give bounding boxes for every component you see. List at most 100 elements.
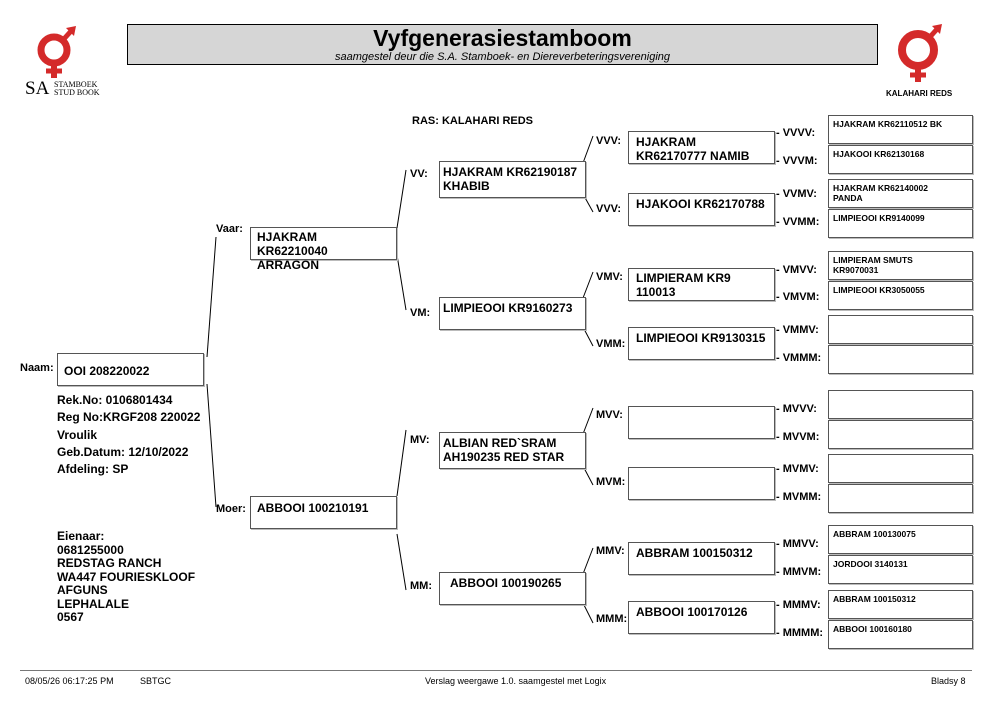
owner-id: 0681255000 bbox=[57, 542, 124, 557]
vvv-label: VVV: bbox=[596, 135, 622, 147]
vmvm-label: - VMVM: bbox=[776, 291, 820, 303]
mvv-label: MVV: bbox=[596, 409, 623, 421]
vmmm-label: - VMMM: bbox=[776, 352, 822, 364]
vmvv-box: LIMPIERAM SMUTS KR9070031 bbox=[828, 251, 973, 280]
mmv-name: ABBRAM 100150312 bbox=[636, 546, 753, 560]
mv-name: ALBIAN RED`SRAM AH190235 RED STAR bbox=[443, 436, 565, 464]
page-subtitle: saamgestel deur die S.A. Stamboek- en Di… bbox=[334, 51, 671, 63]
vmvv-name: LIMPIERAM SMUTS KR9070031 bbox=[833, 255, 913, 275]
vmv-label: VMV: bbox=[596, 271, 623, 283]
vmv-name: LIMPIERAM KR9 110013 bbox=[636, 271, 731, 299]
title-banner: Vyfgenerasiestamboom saamgestel deur die… bbox=[127, 24, 878, 65]
vvm-name: HJAKOOI KR62170788 bbox=[636, 197, 765, 211]
mm-label: MM: bbox=[410, 580, 432, 592]
vvvv-label: - VVVV: bbox=[776, 127, 816, 139]
section: Afdeling: SP bbox=[57, 462, 129, 476]
vmvm-box: LIMPIEOOI KR3050055 bbox=[828, 281, 973, 310]
vv-label: VV: bbox=[410, 168, 428, 180]
breed-label: RAS: KALAHARI REDS bbox=[412, 115, 533, 127]
name-label: Naam: bbox=[20, 362, 54, 374]
mvv-box bbox=[628, 406, 775, 439]
vvvm-name: HJAKOOI KR62130168 bbox=[833, 149, 925, 159]
sire-name: HJAKRAM KR62210040 ARRAGON bbox=[257, 230, 328, 272]
vmvv-label: - VMVV: bbox=[776, 264, 817, 276]
vmm-box: LIMPIEOOI KR9130315 bbox=[628, 327, 775, 360]
mmm-label: MMM: bbox=[596, 613, 628, 625]
vm-name: LIMPIEOOI KR9160273 bbox=[443, 301, 573, 315]
mvmm-label: - MVMM: bbox=[776, 491, 822, 503]
logo-caption: KALAHARI REDS bbox=[886, 89, 953, 98]
logo-stamboek-text: STAMBOEK bbox=[54, 80, 98, 89]
mm-name: ABBOOI 100190265 bbox=[450, 576, 562, 590]
vvmm-box: LIMPIEOOI KR9140099 bbox=[828, 209, 973, 238]
mvmv-box bbox=[828, 454, 973, 483]
sire-box: HJAKRAM KR62210040 ARRAGON bbox=[250, 227, 397, 272]
vvmm-name: LIMPIEOOI KR9140099 bbox=[833, 213, 925, 223]
vvmv-box: HJAKRAM KR62140002 PANDA bbox=[828, 179, 973, 208]
mmvv-box: ABBRAM 100130075 bbox=[828, 525, 973, 554]
footer-divider bbox=[20, 670, 972, 671]
sa-studbook-logo-icon bbox=[37, 26, 76, 78]
mmvm-box: JORDOOI 3140131 bbox=[828, 555, 973, 584]
footer-version: Verslag weergawe 1.0. saamgestel met Log… bbox=[425, 676, 607, 686]
vvmm-label: - VVMM: bbox=[776, 216, 820, 228]
owner-address-2: AFGUNS bbox=[57, 583, 108, 597]
mvvm-label: - MVVM: bbox=[776, 431, 820, 443]
mm-box: ABBOOI 100190265 bbox=[439, 572, 586, 605]
vm-box: LIMPIEOOI KR9160273 bbox=[439, 297, 586, 330]
dam-name: ABBOOI 100210191 bbox=[257, 501, 369, 515]
mmv-box: ABBRAM 100150312 bbox=[628, 542, 775, 575]
mmmv-box: ABBRAM 100150312 bbox=[828, 590, 973, 619]
vvv-name: HJAKRAM KR62170777 NAMIB bbox=[636, 135, 750, 163]
logo-sa-text: SA bbox=[25, 78, 50, 99]
sa-studbook-logo: SA STAMBOEK STUD BOOK bbox=[22, 24, 107, 102]
vvvm-box: HJAKOOI KR62130168 bbox=[828, 145, 973, 174]
mvmm-box bbox=[828, 484, 973, 513]
sex: Vroulik bbox=[57, 428, 98, 442]
sire-label: Vaar: bbox=[216, 223, 243, 235]
mv-label: MV: bbox=[410, 434, 430, 446]
mmmv-name: ABBRAM 100150312 bbox=[833, 594, 916, 604]
mvvm-box bbox=[828, 420, 973, 449]
footer-page: Bladsy 8 bbox=[931, 676, 966, 686]
mmm-name: ABBOOI 100170126 bbox=[636, 605, 748, 619]
mmv-label: MMV: bbox=[596, 545, 625, 557]
vm-label: VM: bbox=[410, 307, 431, 319]
vmmm-box bbox=[828, 345, 973, 374]
owner-farm: REDSTAG RANCH bbox=[57, 556, 162, 570]
mvvv-label: - MVVV: bbox=[776, 403, 817, 415]
mvm-label: MVM: bbox=[596, 476, 626, 488]
mvvv-box bbox=[828, 390, 973, 419]
mmmm-label: - MMMM: bbox=[776, 627, 824, 639]
vvvv-box: HJAKRAM KR62110512 BK bbox=[828, 115, 973, 144]
vvm-label: VVV: bbox=[596, 203, 622, 215]
logo-studbook-text: STUD BOOK bbox=[54, 88, 100, 97]
reg-no: Reg No:KRGF208 220022 bbox=[57, 410, 201, 424]
mmvm-name: JORDOOI 3140131 bbox=[833, 559, 908, 569]
mmmv-label: - MMMV: bbox=[776, 599, 821, 611]
mmvv-label: - MMVV: bbox=[776, 538, 819, 550]
vmv-box: LIMPIERAM KR9 110013 bbox=[628, 268, 775, 301]
subject-box: OOI 208220022 bbox=[57, 353, 204, 386]
mmmm-box: ABBOOI 100160180 bbox=[828, 620, 973, 649]
vvvm-label: - VVVM: bbox=[776, 155, 818, 167]
dam-label: Moer: bbox=[216, 503, 246, 515]
kalahari-reds-logo: KALAHARI REDS bbox=[880, 22, 965, 100]
owner-label: Eienaar: bbox=[57, 529, 105, 543]
mmm-box: ABBOOI 100170126 bbox=[628, 601, 775, 634]
kalahari-reds-logo-icon bbox=[898, 24, 942, 82]
footer-code: SBTGC bbox=[140, 676, 172, 686]
mmmm-name: ABBOOI 100160180 bbox=[833, 624, 912, 634]
subject-name: OOI 208220022 bbox=[64, 364, 150, 378]
footer-datetime: 08/05/26 06:17:25 PM bbox=[25, 676, 114, 686]
vvmv-name: HJAKRAM KR62140002 PANDA bbox=[833, 183, 928, 203]
vmm-label: VMM: bbox=[596, 338, 626, 350]
birth-date: Geb.Datum: 12/10/2022 bbox=[57, 445, 189, 459]
mvm-box bbox=[628, 467, 775, 500]
dam-box: ABBOOI 100210191 bbox=[250, 496, 397, 529]
vvmv-label: - VVMV: bbox=[776, 188, 817, 200]
vvm-box: HJAKOOI KR62170788 bbox=[628, 193, 775, 226]
mmvm-label: - MMVM: bbox=[776, 566, 822, 578]
owner-code: 0567 bbox=[57, 610, 84, 624]
